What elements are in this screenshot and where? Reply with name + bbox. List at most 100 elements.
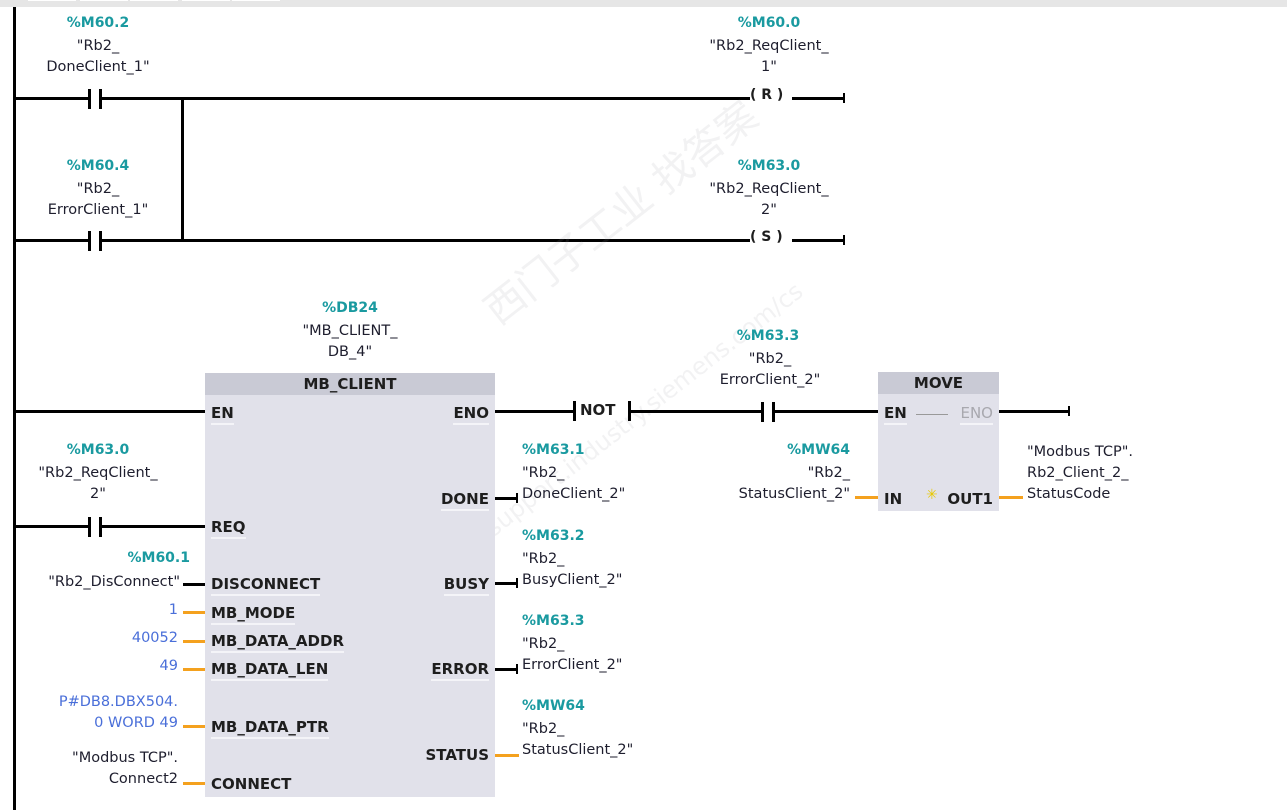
- error-out-address: %M63.3: [522, 613, 585, 629]
- wire-end: [516, 664, 518, 674]
- pin-mb-data-len: MB_DATA_LEN: [211, 660, 329, 681]
- coil-reset-address: %M60.0: [737, 15, 801, 31]
- data-wire: [495, 754, 519, 757]
- pin-mb-mode: MB_MODE: [211, 604, 296, 625]
- tab[interactable]: [232, 0, 280, 1]
- wire: [102, 97, 750, 100]
- data-wire: [183, 640, 205, 643]
- status-out-address: %MW64: [522, 698, 585, 714]
- wire: [631, 410, 761, 413]
- instance-db-address: %DB24: [322, 300, 378, 316]
- done-out-symbol: "Rb2_ DoneClient_2": [522, 465, 626, 502]
- not-bar-left: [573, 401, 576, 421]
- tab[interactable]: [182, 0, 230, 1]
- instance-db-symbol: "MB_CLIENT_ DB_4": [302, 323, 398, 360]
- wire-end: [516, 493, 518, 503]
- contact1-symbol: "Rb2_ DoneClient_1": [46, 38, 150, 75]
- pin-eno: ENO: [453, 404, 489, 425]
- move-pin-eno: ENO: [960, 404, 993, 425]
- power-rail: [13, 7, 16, 810]
- pin-en: EN: [211, 404, 234, 425]
- pin-disconnect: DISCONNECT: [211, 575, 321, 596]
- tab[interactable]: [28, 0, 76, 1]
- coil-reset-symbol: "Rb2_ReqClient_ 1": [709, 38, 829, 75]
- mb-data-len-value[interactable]: 49: [159, 658, 178, 674]
- pin-mb-data-ptr: MB_DATA_PTR: [211, 718, 329, 739]
- wire: [16, 525, 88, 528]
- add-output-icon[interactable]: ✳: [926, 487, 938, 503]
- wire: [999, 410, 1069, 413]
- contact1-address: %M60.2: [66, 15, 130, 31]
- not-contact[interactable]: NOT: [580, 401, 616, 419]
- set-coil[interactable]: ( S ): [750, 229, 783, 245]
- move-pin-out1: OUT1: [947, 490, 993, 508]
- reset-coil[interactable]: ( R ): [750, 87, 784, 103]
- error-out-symbol: "Rb2_ ErrorClient_2": [522, 636, 623, 673]
- network-end: [843, 235, 845, 245]
- contact-no-m60-2[interactable]: [88, 89, 102, 109]
- data-wire: [183, 725, 205, 728]
- wire-end: [516, 578, 518, 588]
- branch-wire: [181, 97, 184, 242]
- mb-data-ptr-value[interactable]: P#DB8.DBX504. 0 WORD 49: [58, 694, 178, 731]
- wire: [495, 582, 517, 585]
- data-wire: [183, 611, 205, 614]
- wire: [792, 239, 844, 242]
- contact-no-m60-4[interactable]: [88, 231, 102, 251]
- move-in-symbol: "Rb2_ StatusClient_2": [738, 465, 850, 502]
- mb-mode-value[interactable]: 1: [168, 602, 178, 618]
- wire: [16, 97, 88, 100]
- contact2-address: %M60.4: [66, 158, 130, 174]
- move-pin-in: IN: [884, 490, 903, 508]
- wire: [102, 239, 750, 242]
- move-out-symbol: "Modbus TCP". Rb2_Client_2_ StatusCode: [1027, 444, 1133, 502]
- disconnect-symbol: "Rb2_DisConnect": [48, 574, 180, 590]
- pin-done: DONE: [440, 490, 489, 511]
- move-in-address: %MW64: [787, 442, 850, 458]
- mb-client-title: MB_CLIENT: [205, 373, 495, 395]
- pin-req: REQ: [211, 518, 246, 539]
- en-eno-link: [916, 414, 948, 415]
- pin-mb-data-addr: MB_DATA_ADDR: [211, 632, 344, 653]
- wire: [102, 525, 205, 528]
- done-out-address: %M63.1: [522, 442, 585, 458]
- wire: [183, 583, 205, 586]
- error-contact-address: %M63.3: [736, 328, 800, 344]
- busy-out-symbol: "Rb2_ BusyClient_2": [522, 551, 623, 588]
- network-end: [843, 93, 845, 103]
- disconnect-address: %M60.1: [127, 550, 190, 566]
- coil-set-address: %M63.0: [737, 158, 801, 174]
- move-title: MOVE: [878, 372, 999, 394]
- contact2-symbol: "Rb2_ ErrorClient_1": [47, 181, 149, 218]
- contact-no-m63-3[interactable]: [761, 402, 775, 422]
- data-wire: [999, 496, 1023, 499]
- data-wire: [855, 496, 878, 499]
- req-contact-symbol: "Rb2_ReqClient_ 2": [38, 465, 158, 502]
- wire: [495, 668, 517, 671]
- req-contact-address: %M63.0: [66, 442, 130, 458]
- mb-data-addr-value[interactable]: 40052: [131, 630, 178, 646]
- wire: [792, 97, 844, 100]
- not-bar-right: [628, 401, 631, 421]
- contact-no-m63-0[interactable]: [88, 517, 102, 537]
- busy-out-address: %M63.2: [522, 528, 585, 544]
- wire: [495, 410, 573, 413]
- status-out-symbol: "Rb2_ StatusClient_2": [522, 721, 634, 758]
- connect-value[interactable]: "Modbus TCP". Connect2: [72, 750, 178, 787]
- tab[interactable]: [80, 0, 128, 1]
- wire: [16, 410, 205, 413]
- mb-client-block[interactable]: MB_CLIENT EN ENO REQ DONE DISCONNECT BUS…: [205, 373, 495, 797]
- data-wire: [183, 782, 205, 785]
- network-end: [1068, 406, 1070, 416]
- pin-connect: CONNECT: [211, 775, 292, 793]
- wire: [775, 410, 878, 413]
- move-pin-en: EN: [884, 404, 907, 425]
- wire: [495, 497, 517, 500]
- data-wire: [183, 668, 205, 671]
- wire: [16, 239, 88, 242]
- pin-error: ERROR: [431, 660, 489, 681]
- move-block[interactable]: MOVE EN ENO IN ✳ OUT1: [878, 372, 999, 511]
- pin-status: STATUS: [425, 746, 489, 764]
- error-contact-symbol: "Rb2_ ErrorClient_2": [719, 351, 821, 388]
- tab[interactable]: [130, 0, 178, 1]
